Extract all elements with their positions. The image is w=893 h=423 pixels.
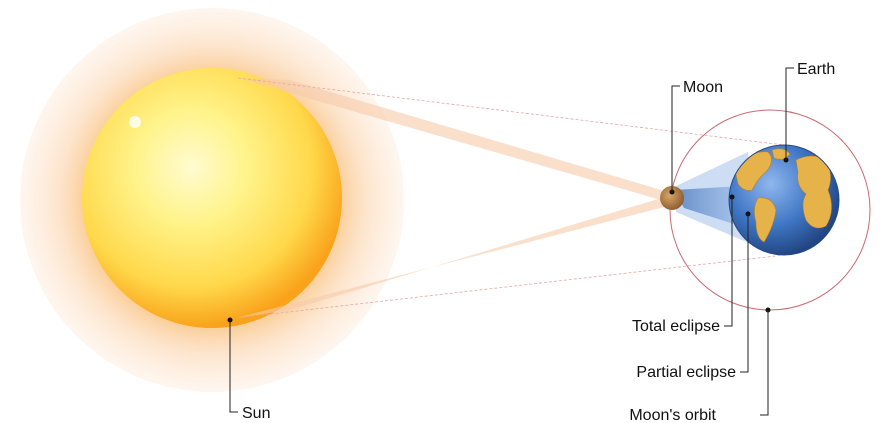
penumbra-cone-upper <box>238 78 668 202</box>
labels: Sun Moon Earth Total eclipse Partial ecl… <box>242 61 835 423</box>
label-moon: Moon <box>683 79 723 96</box>
earth <box>728 144 840 256</box>
sun-icon <box>82 68 342 328</box>
moon-icon <box>660 186 684 210</box>
continent-south-america <box>754 197 777 243</box>
label-sun: Sun <box>242 405 270 422</box>
umbra-shadow <box>674 186 742 226</box>
total-eclipse-leader <box>724 197 733 327</box>
penumbra-edge-lower <box>235 254 785 319</box>
label-partial-eclipse: Partial eclipse <box>636 364 736 381</box>
orbit-leader <box>760 310 769 416</box>
penumbra-cones <box>235 77 785 319</box>
leaders <box>227 67 794 416</box>
sun <box>20 8 404 392</box>
partial-eclipse-leader <box>740 214 749 373</box>
sun-leader <box>229 320 238 413</box>
label-moons-orbit: Moon's orbit <box>629 407 716 423</box>
earth-shading <box>728 144 840 256</box>
label-earth: Earth <box>797 61 835 78</box>
moon-leader <box>671 85 680 192</box>
penumbra-edge-upper <box>237 77 785 146</box>
sun-highlight <box>129 116 141 128</box>
label-total-eclipse: Total eclipse <box>632 318 720 335</box>
earth-leader <box>785 67 794 160</box>
